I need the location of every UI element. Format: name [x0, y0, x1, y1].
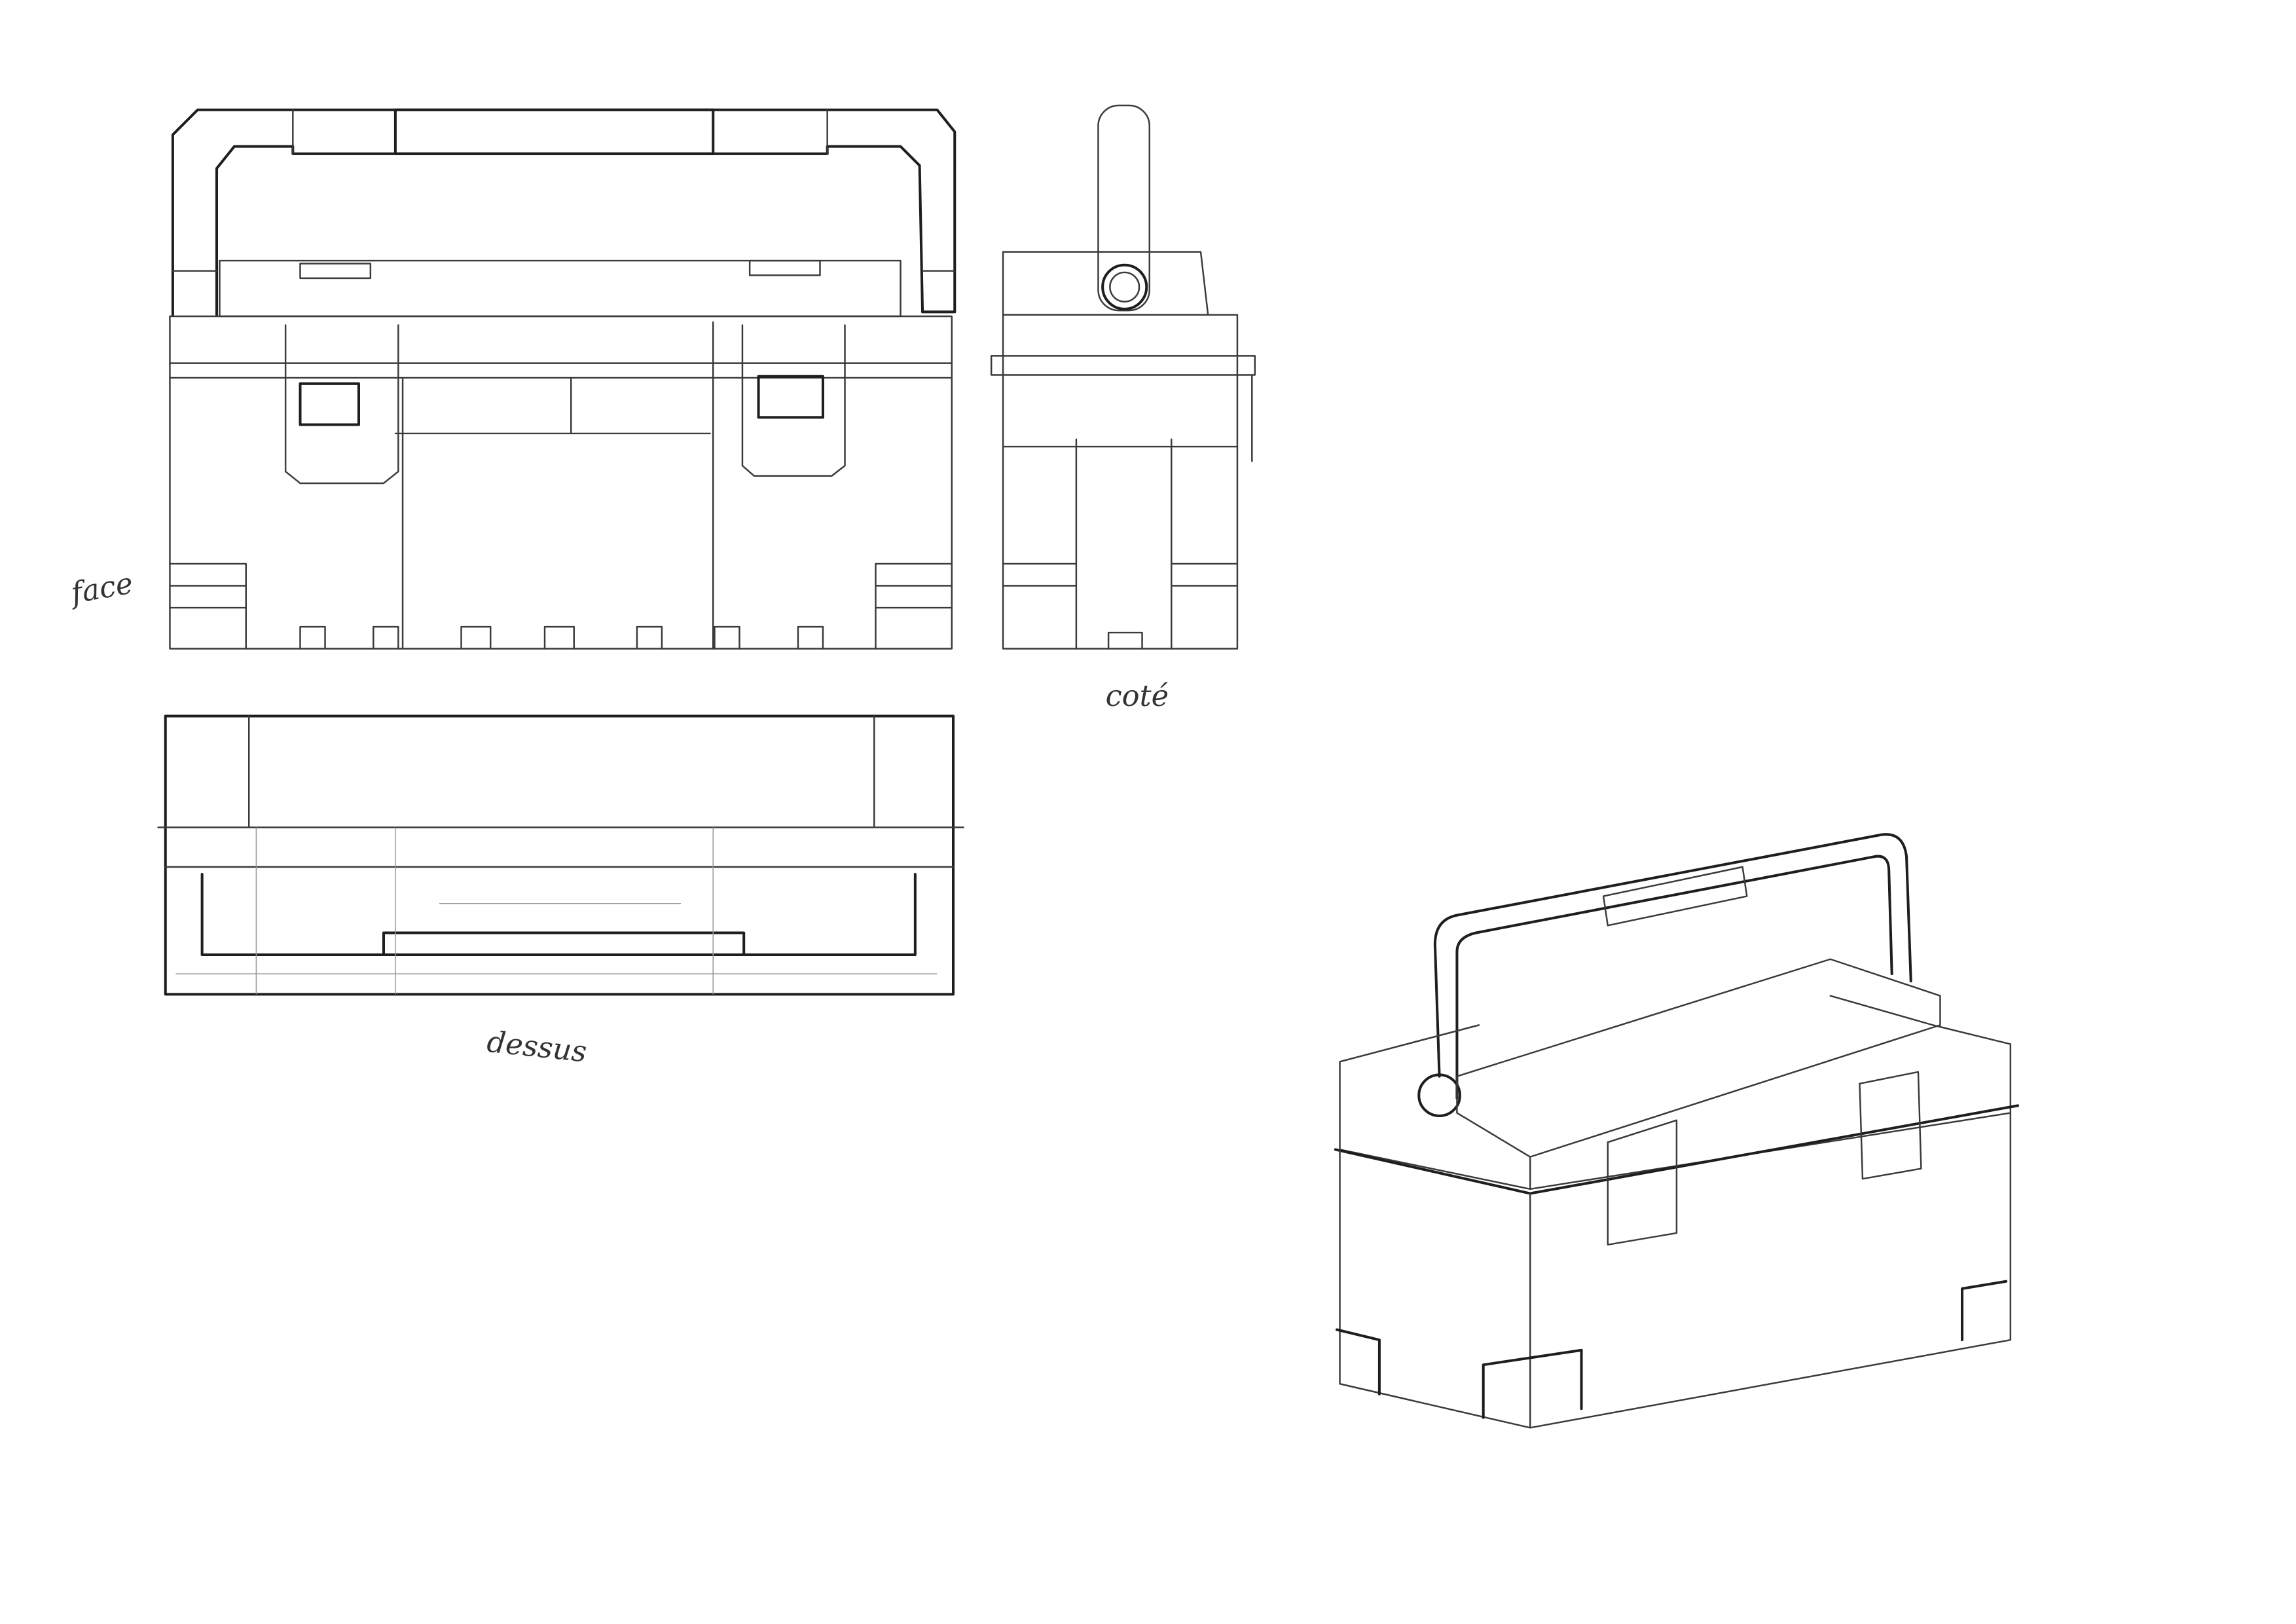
iso-latch-front — [1607, 1119, 1678, 1246]
front-view — [169, 108, 957, 650]
front-latch-right — [741, 324, 846, 477]
front-lid — [219, 259, 902, 318]
iso-latch-right — [1859, 1071, 1922, 1180]
front-latch-left — [284, 324, 399, 485]
iso-handle-grip — [1602, 866, 1748, 927]
iso-handle-pivot — [1417, 1073, 1461, 1118]
side-band — [990, 355, 1256, 376]
side-view-label: coté — [1106, 678, 1169, 713]
front-handle — [171, 108, 957, 316]
front-view-label: face — [67, 566, 136, 611]
top-view-label: dessus — [485, 1024, 588, 1069]
top-view — [157, 714, 964, 996]
front-corner-feet — [169, 563, 953, 650]
iso-box-body — [1339, 1112, 2012, 1429]
front-handle-grip — [393, 108, 715, 155]
side-body — [1002, 314, 1239, 650]
isometric-view — [1334, 833, 2020, 1429]
front-body — [169, 315, 953, 650]
iso-box-top — [1339, 995, 2012, 1190]
side-handle-pivot — [1101, 263, 1148, 310]
side-view — [990, 104, 1256, 650]
iso-corner-feet — [1336, 1280, 2008, 1419]
iso-handle — [1433, 833, 1912, 1100]
side-handle — [1097, 104, 1150, 312]
top-outline — [164, 714, 955, 996]
iso-lid-top — [1456, 958, 1941, 1190]
